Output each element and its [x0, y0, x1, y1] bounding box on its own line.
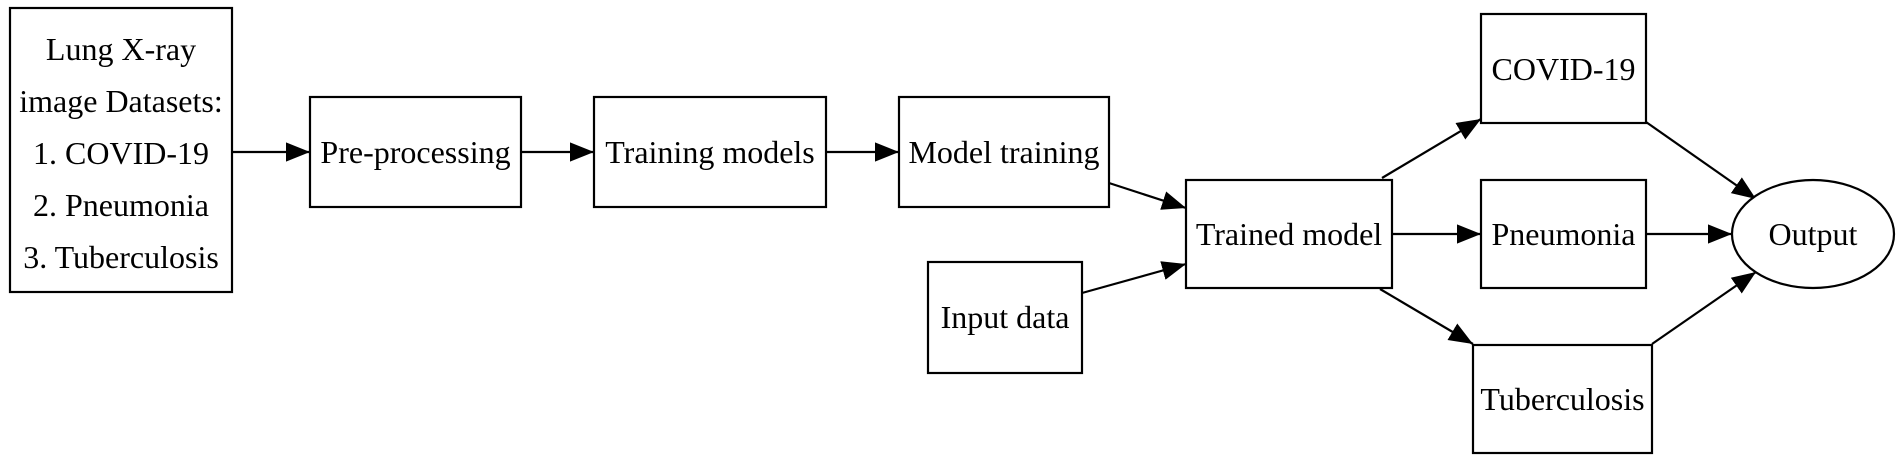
preprocessing-label: Pre-processing — [320, 134, 510, 170]
input-data-label: Input data — [941, 299, 1070, 335]
edge-covid-to-output — [1645, 121, 1757, 200]
node-preprocessing: Pre-processing — [308, 95, 523, 209]
tuberculosis-label: Tuberculosis — [1480, 381, 1644, 417]
node-input-data: Input data — [926, 260, 1084, 375]
covid-label: COVID-19 — [1492, 51, 1636, 87]
datasets-line-2: image Datasets: — [19, 83, 222, 119]
node-covid: COVID-19 — [1479, 12, 1648, 125]
node-tuberculosis: Tuberculosis — [1471, 343, 1654, 455]
edge-tuberculosis-to-output — [1651, 271, 1757, 345]
edge-model-training-to-trained-model — [1108, 181, 1187, 210]
datasets-line-4: 2. Pneumonia — [33, 187, 209, 223]
node-trained-model: Trained model — [1184, 178, 1394, 290]
pneumonia-label: Pneumonia — [1492, 216, 1636, 252]
node-pneumonia: Pneumonia — [1479, 178, 1648, 290]
datasets-line-1: Lung X-ray — [46, 31, 196, 67]
output-label: Output — [1769, 216, 1858, 252]
datasets-line-5: 3. Tuberculosis — [23, 239, 219, 275]
training-models-label: Training models — [605, 134, 815, 170]
node-model-training: Model training — [897, 95, 1111, 209]
node-output: Output — [1730, 178, 1896, 290]
datasets-line-3: 1. COVID-19 — [33, 135, 209, 171]
node-datasets: Lung X-ray image Datasets: 1. COVID-19 2… — [8, 6, 234, 294]
trained-model-label: Trained model — [1196, 216, 1382, 252]
edge-trained-model-to-tuberculosis — [1379, 288, 1474, 345]
model-training-label: Model training — [908, 134, 1099, 170]
edge-input-data-to-trained-model — [1081, 261, 1187, 295]
edge-trained-model-to-covid — [1381, 118, 1482, 179]
node-training-models: Training models — [592, 95, 828, 209]
